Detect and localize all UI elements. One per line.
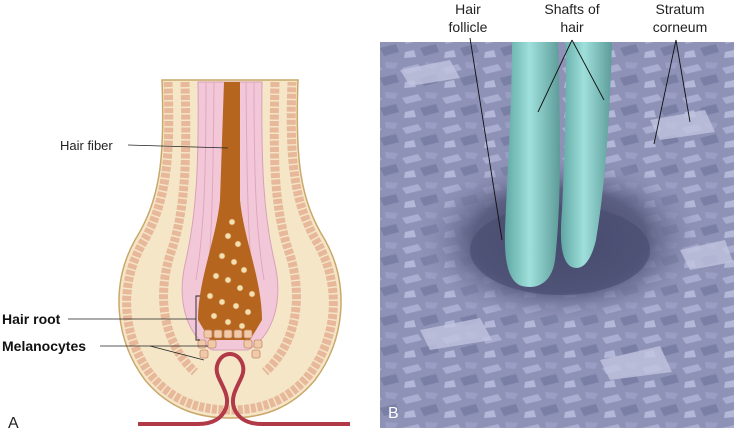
label-melanocytes: Melanocytes (2, 338, 86, 354)
hair-root-bracket (195, 295, 200, 341)
label-hair-follicle-line2: follicle (449, 19, 488, 35)
panel-b-letter: B (388, 405, 399, 422)
sheath-texture-lines (195, 81, 265, 301)
label-hair-root: Hair root (2, 311, 61, 327)
hair-shaft-left (504, 42, 560, 287)
leader-hair-follicle (469, 37, 503, 241)
leader-melanocytes-2 (149, 345, 205, 361)
label-stratum-line1: Stratum (655, 1, 704, 17)
label-shafts-line1: Shafts of (544, 1, 599, 17)
leader-shaft-left (537, 39, 573, 113)
follicle-pit (470, 205, 650, 295)
panel-a-letter: A (8, 415, 19, 432)
panel-a-follicle-diagram: Hair fiber Hair root Melanocytes A (2, 79, 350, 432)
outer-cell-layer (122, 81, 338, 415)
hair-shaft-right (560, 42, 612, 269)
label-stratum-line2: corneum (653, 19, 707, 35)
label-hair-fiber: Hair fiber (60, 138, 113, 153)
corneum-flakes (400, 60, 733, 380)
pigment-granules (206, 218, 256, 330)
leader-hair-fiber (127, 144, 229, 149)
label-shafts-line2: hair (560, 19, 584, 35)
panel-b-sem-image (380, 42, 734, 428)
inner-cell-layer (159, 81, 301, 376)
leader-stratum-1 (653, 39, 677, 145)
leader-shaft-right (571, 39, 605, 101)
leader-stratum-2 (675, 39, 691, 123)
label-hair-follicle-line1: Hair (455, 1, 481, 17)
dermal-papilla-line (138, 352, 350, 426)
